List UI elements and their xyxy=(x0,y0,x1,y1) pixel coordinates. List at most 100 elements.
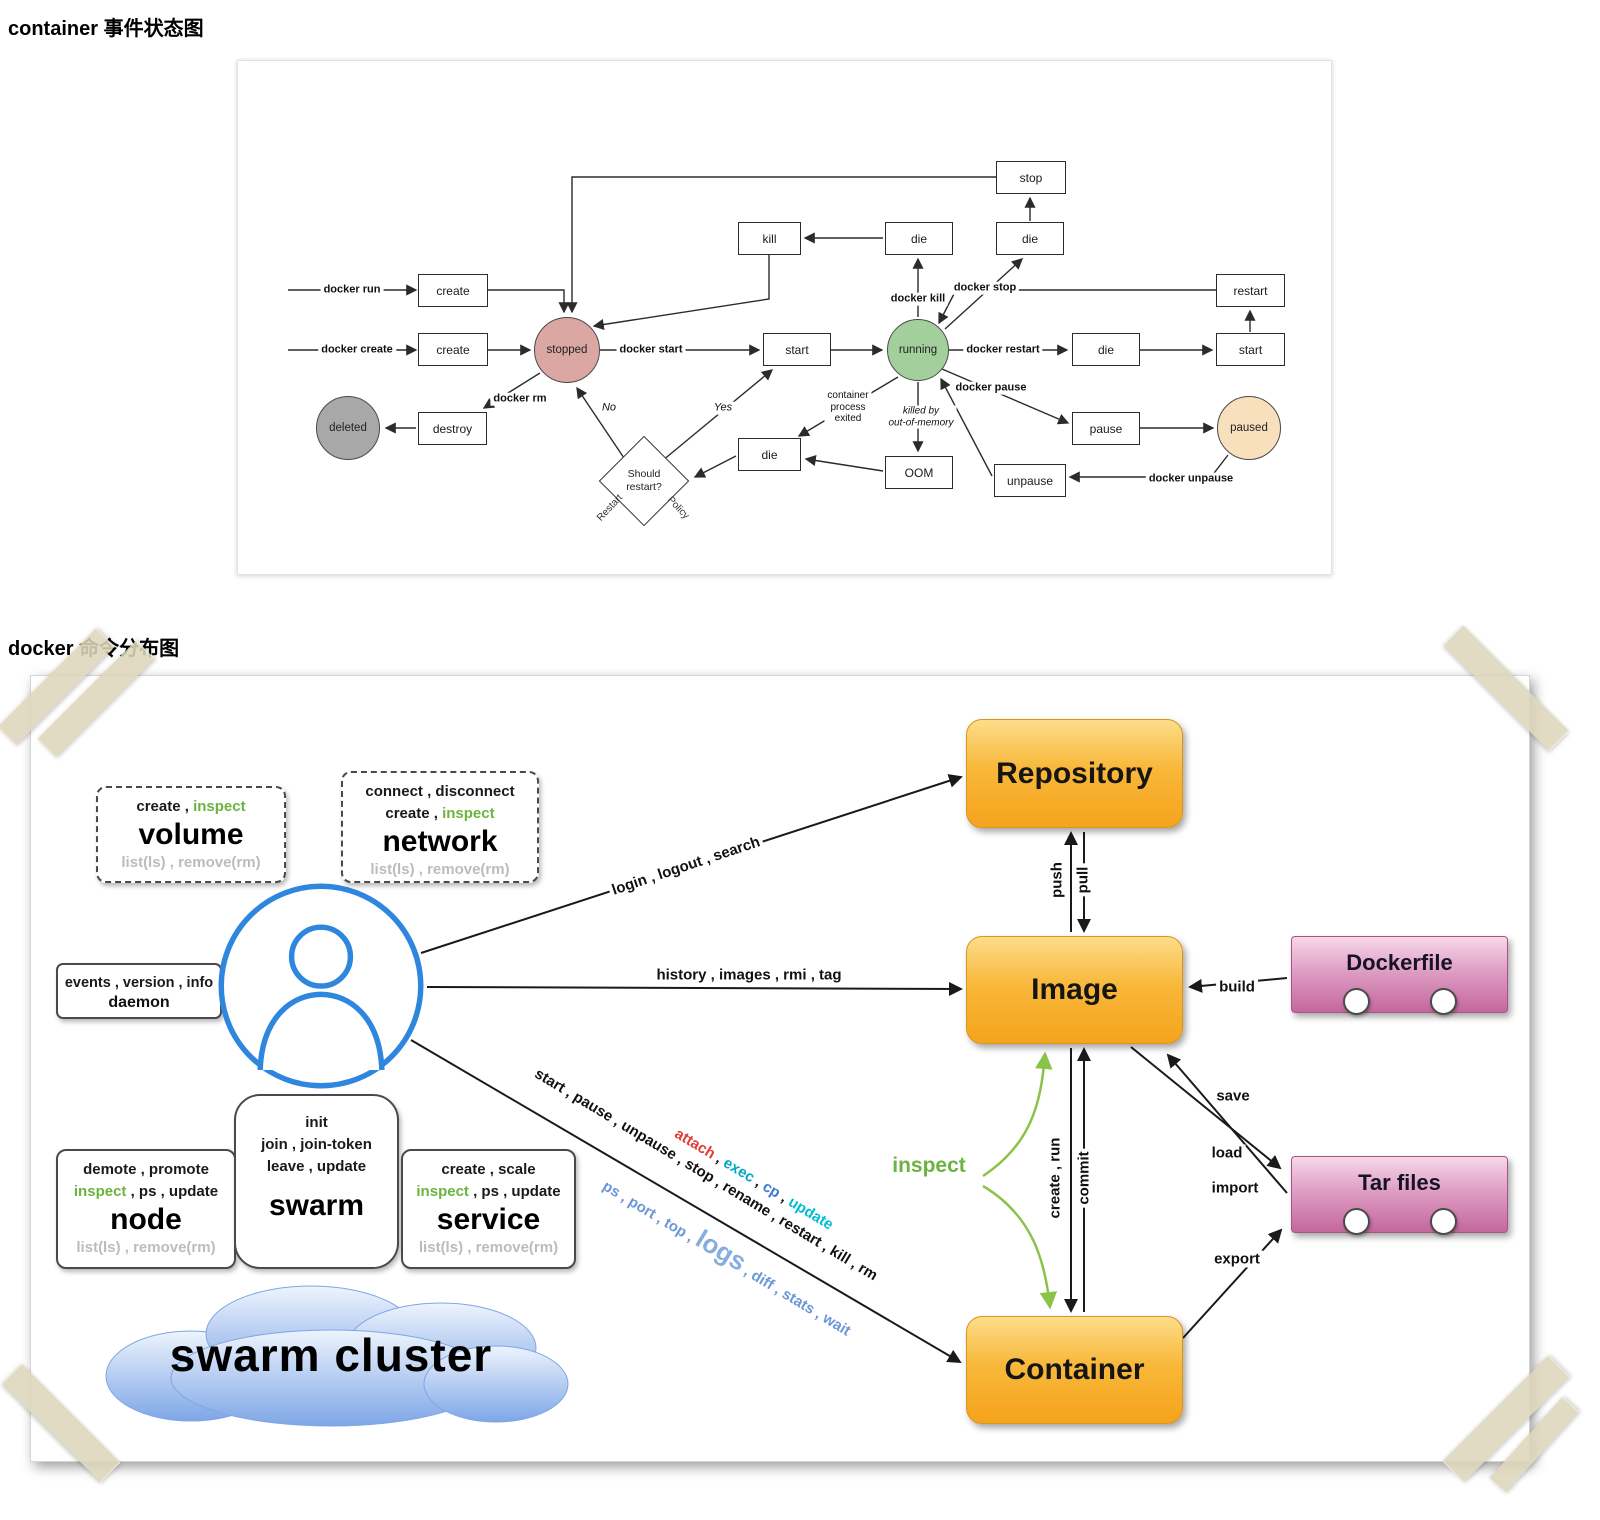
service-gray-commands: list(ls) , remove(rm) xyxy=(418,1239,559,1256)
state-circle-deleted: deleted xyxy=(316,396,380,460)
edge-label-process-exited: container process exited xyxy=(824,389,872,425)
network-create: create , xyxy=(385,804,443,822)
edge-label-create-run: create , run xyxy=(1046,1134,1064,1222)
edge-label-docker-pause: docker pause xyxy=(952,381,1030,395)
service-inspect: inspect xyxy=(416,1182,469,1200)
volume-create: create , xyxy=(136,798,194,815)
service-create: create , scale xyxy=(441,1161,536,1178)
node-ps-update: , ps , update xyxy=(126,1182,219,1200)
tar-files-node: Tar files xyxy=(1291,1156,1508,1235)
swarm-leave: leave , update xyxy=(266,1157,367,1175)
swarm-cluster-cloud: swarm cluster xyxy=(86,1276,576,1436)
state-box-unpause: unpause xyxy=(994,464,1066,497)
edge-label-docker-start: docker start xyxy=(616,343,686,357)
edge-label-build: build xyxy=(1216,978,1258,996)
edge-label-docker-create: docker create xyxy=(318,343,396,357)
service-box: create , scale inspect , ps , update ser… xyxy=(401,1149,576,1269)
repository-node: Repository xyxy=(966,719,1183,828)
dockerfile-node: Dockerfile xyxy=(1291,936,1508,1015)
dockerfile-wheel-left xyxy=(1343,988,1370,1015)
state-box-stop: stop xyxy=(996,161,1066,194)
state-circle-running: running xyxy=(887,319,949,381)
swarm-join: join , join-token xyxy=(261,1135,372,1153)
dockerfile-label: Dockerfile xyxy=(1346,950,1453,975)
swarm-init: init xyxy=(305,1114,328,1131)
edge-label-import: import xyxy=(1208,1179,1262,1197)
swarm-box: init join , join-token leave , update sw… xyxy=(234,1094,399,1269)
state-box-start-mid: start xyxy=(763,333,831,366)
service-ps-update: , ps , update xyxy=(468,1182,561,1200)
daemon-commands: events , version , info xyxy=(64,975,214,991)
state-box-die-right: die xyxy=(1072,333,1140,366)
diamond-line2: restart? xyxy=(626,480,662,493)
edge-label-docker-kill: docker kill xyxy=(887,292,949,306)
network-inspect: inspect xyxy=(442,804,495,822)
network-connect: connect , disconnect xyxy=(365,783,515,800)
process-exited-1: container xyxy=(827,389,869,401)
tar-files-label: Tar files xyxy=(1358,1170,1441,1195)
tar-files-wheel-right xyxy=(1430,1208,1457,1235)
edge-label-yes: Yes xyxy=(710,401,736,415)
state-box-start-right: start xyxy=(1216,333,1285,366)
daemon-box: events , version , info daemon xyxy=(56,963,222,1019)
edge-label-docker-restart: docker restart xyxy=(963,343,1043,357)
out-of-memory-line: out-of-memory xyxy=(888,417,954,428)
image-node: Image xyxy=(966,936,1183,1044)
edge-label-save: save xyxy=(1213,1087,1253,1105)
killed-by-line: killed by xyxy=(902,405,940,417)
state-box-create-run: create xyxy=(418,274,488,307)
state-circle-paused: paused xyxy=(1217,396,1281,460)
network-box: connect , disconnect create , inspect ne… xyxy=(341,771,539,883)
daemon-name: daemon xyxy=(108,994,170,1012)
edge-label-commit: commit xyxy=(1075,1148,1093,1208)
state-box-die-top: die xyxy=(885,222,953,255)
node-box: demote , promote inspect , ps , update n… xyxy=(56,1149,236,1269)
edge-label-docker-unpause: docker unpause xyxy=(1145,472,1237,486)
node-gray-commands: list(ls) , remove(rm) xyxy=(76,1239,216,1256)
edge-label-no: No xyxy=(598,401,620,415)
volume-gray-commands: list(ls) , remove(rm) xyxy=(121,854,261,872)
node-name: node xyxy=(110,1202,182,1236)
command-diagram-card: create , inspect volume list(ls) , remov… xyxy=(0,625,1579,1494)
edge-label-load: load xyxy=(1208,1144,1246,1162)
node-commands: inspect , ps , update xyxy=(58,1181,234,1203)
state-box-die-top-right: die xyxy=(996,222,1064,255)
edge-label-docker-run: docker run xyxy=(320,283,384,297)
diamond-line1: Should xyxy=(627,468,661,480)
service-commands: inspect , ps , update xyxy=(403,1181,574,1203)
edge-label-push: push xyxy=(1048,859,1066,901)
volume-name: volume xyxy=(138,817,244,851)
state-circle-stopped: stopped xyxy=(534,317,600,383)
network-commands: create , inspect xyxy=(343,803,537,825)
state-box-restart: restart xyxy=(1216,274,1285,307)
should-restart-label: Should restart? xyxy=(604,468,684,493)
edge-label-export: export xyxy=(1211,1250,1263,1268)
node-inspect: inspect xyxy=(73,1182,127,1200)
tar-files-wheel-left xyxy=(1343,1208,1370,1235)
edge-label-inspect: inspect xyxy=(892,1154,966,1177)
network-name: network xyxy=(382,824,498,858)
node-demote: demote , promote xyxy=(83,1161,209,1178)
state-diagram-title: container 事件状态图 xyxy=(8,18,204,40)
dockerfile-wheel-right xyxy=(1430,988,1457,1015)
state-box-create: create xyxy=(418,333,488,366)
state-box-oom: OOM xyxy=(885,456,953,489)
volume-box: create , inspect volume list(ls) , remov… xyxy=(96,786,286,883)
swarm-cluster-label: swarm cluster xyxy=(169,1329,493,1381)
state-box-pause: pause xyxy=(1072,412,1140,445)
cloud-shape xyxy=(105,1285,569,1427)
edge-label-oom-kill: killed by out-of-memory xyxy=(885,405,957,429)
edge-label-docker-stop: docker stop xyxy=(950,281,1020,295)
user-icon xyxy=(218,883,424,1089)
edge-label-docker-rm: docker rm xyxy=(490,392,550,406)
edge-label-history: history , images , rmi , tag xyxy=(653,966,845,984)
state-arrow-layer xyxy=(288,176,1256,483)
state-diagram-card: stop kill die die create restart create … xyxy=(237,60,1332,575)
state-box-destroy: destroy xyxy=(418,412,487,445)
edge-label-pull: pull xyxy=(1074,863,1092,897)
network-gray-commands: list(ls) , remove(rm) xyxy=(370,861,510,878)
service-name: service xyxy=(436,1202,541,1236)
state-box-die-bottom: die xyxy=(738,438,801,471)
volume-inspect: inspect xyxy=(193,798,246,815)
container-node: Container xyxy=(966,1316,1183,1424)
